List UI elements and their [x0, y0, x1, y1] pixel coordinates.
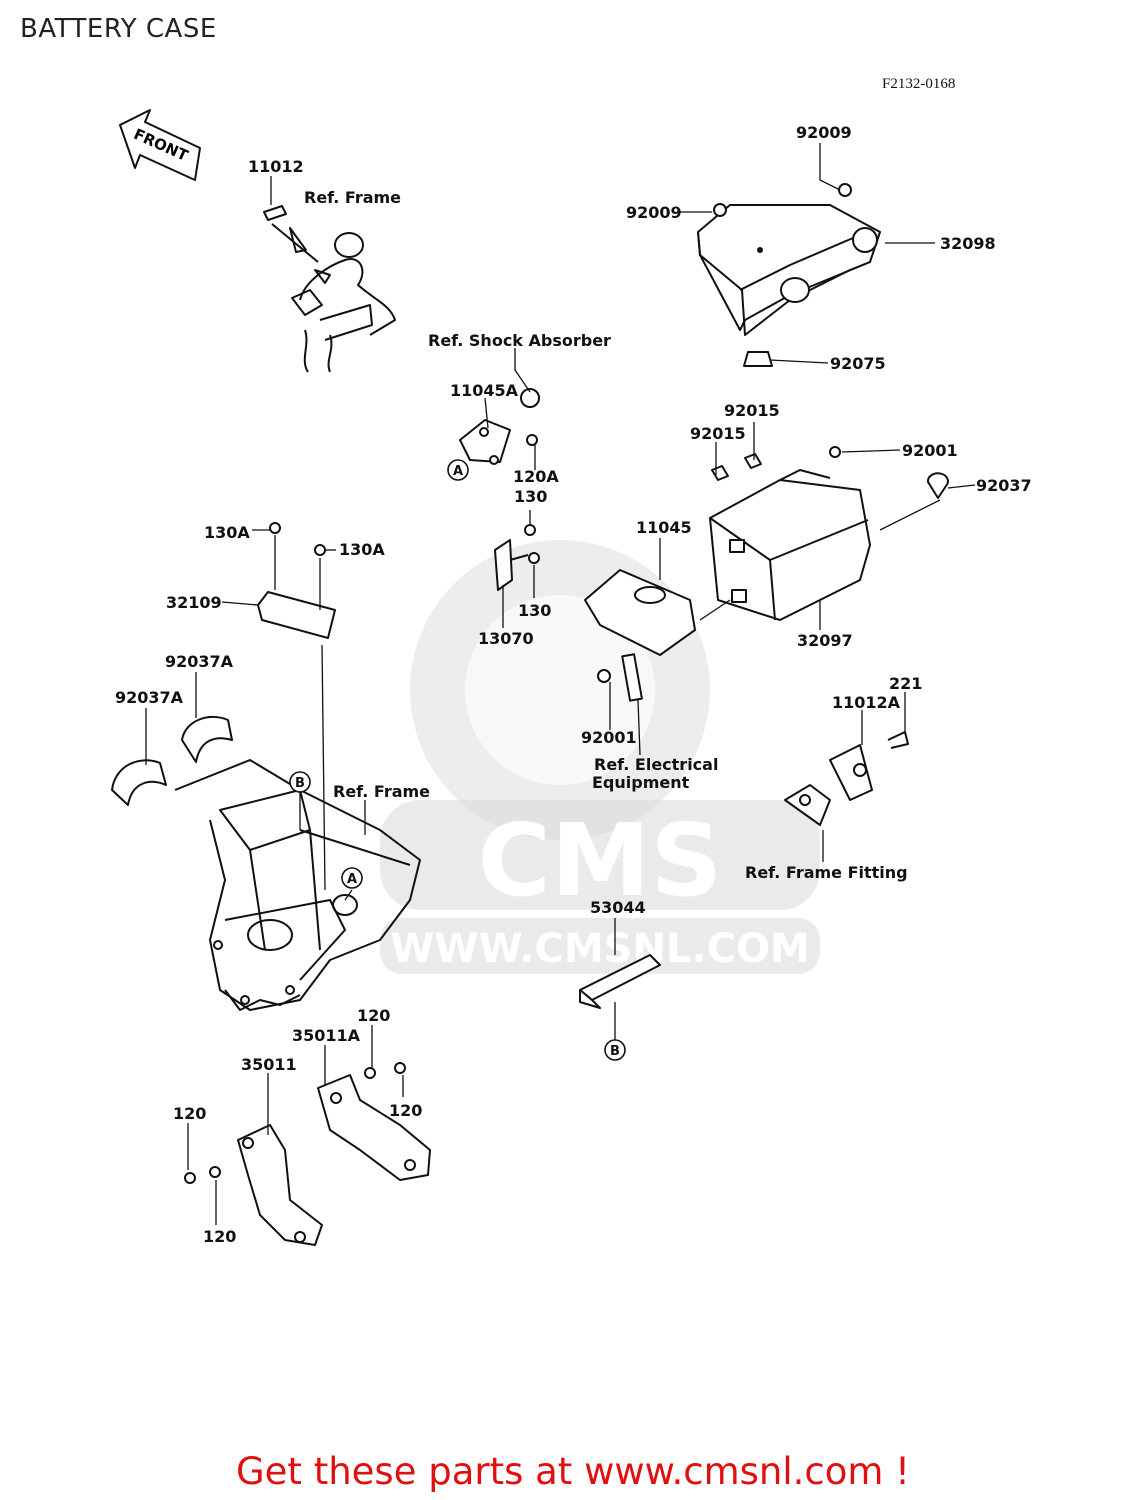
- footer-suffix: !: [883, 1450, 910, 1493]
- part-11012A-bracket: [784, 731, 909, 826]
- marker-B-cover: B: [604, 1039, 626, 1061]
- diagram-code: F2132-0168: [882, 76, 956, 92]
- part-92037A-clamps: [111, 715, 233, 806]
- part-32097-battery-case: [709, 446, 949, 621]
- svg-text:B: B: [295, 776, 305, 791]
- callout-11045: 11045: [636, 518, 692, 537]
- main-frame: [174, 759, 421, 1011]
- callout-92037A-a: 92037A: [165, 652, 234, 671]
- svg-text:A: A: [347, 872, 357, 887]
- callout-120-a: 120: [357, 1006, 390, 1025]
- part-53044-cover: [579, 954, 661, 1009]
- part-32098-battery-cover: [697, 183, 881, 367]
- callout-32109: 32109: [166, 593, 222, 612]
- callout-130-top: 130: [514, 487, 547, 506]
- callout-ref-electrical-2: Equipment: [592, 773, 690, 792]
- callout-120-b: 120: [389, 1101, 422, 1120]
- callout-120A: 120A: [513, 467, 559, 486]
- marker-A-shock: A: [447, 459, 469, 481]
- callout-ref-shock-absorber: Ref. Shock Absorber: [428, 331, 611, 350]
- callout-11012: 11012: [248, 157, 304, 176]
- callout-92001-top: 92001: [902, 441, 958, 460]
- part-13070-bracket: [494, 524, 540, 591]
- svg-text:A: A: [453, 464, 463, 479]
- watermark-url-text: WWW.CMSNL.COM: [390, 926, 810, 972]
- callout-ref-electrical-1: Ref. Electrical: [594, 755, 718, 774]
- callout-labels: 11012 Ref. Frame 92009 92009 32098 92075…: [115, 123, 1032, 1246]
- front-arrow-icon: FRONT: [119, 109, 201, 181]
- callout-92015-a: 92015: [724, 401, 780, 420]
- part-11045A-bracket: [459, 388, 540, 465]
- page-title: BATTERY CASE: [20, 14, 217, 44]
- part-35011A-bracket: [317, 1062, 431, 1181]
- callout-35011A: 35011A: [292, 1026, 361, 1045]
- svg-text:B: B: [610, 1044, 620, 1059]
- callout-92009-top: 92009: [796, 123, 852, 142]
- callout-92075: 92075: [830, 354, 886, 373]
- parts-diagram: CMS WWW.CMSNL.COM FRONT: [111, 109, 1032, 1246]
- footer-link[interactable]: www.cmsnl.com: [584, 1450, 884, 1493]
- leader-lines: [145, 143, 976, 1225]
- callout-92001-bottom: 92001: [581, 728, 637, 747]
- callout-32098: 32098: [940, 234, 996, 253]
- callout-130A-left: 130A: [204, 523, 250, 542]
- callout-11045A: 11045A: [450, 381, 519, 400]
- callout-120-c: 120: [173, 1104, 206, 1123]
- part-11045-plate: [584, 569, 696, 702]
- callout-120-d: 120: [203, 1227, 236, 1246]
- callout-11012A: 11012A: [832, 693, 901, 712]
- part-32109-pad: [257, 522, 336, 639]
- callout-ref-frame-fitting: Ref. Frame Fitting: [745, 863, 908, 882]
- marker-A-frame: A: [341, 867, 363, 889]
- callout-53044: 53044: [590, 898, 646, 917]
- callout-92037: 92037: [976, 476, 1032, 495]
- watermark-logo-text: CMS: [478, 802, 723, 919]
- callout-ref-frame-top: Ref. Frame: [304, 188, 401, 207]
- part-11012-pin: [263, 205, 319, 263]
- callout-92009-left: 92009: [626, 203, 682, 222]
- callout-ref-frame-mid: Ref. Frame: [333, 782, 430, 801]
- frame-section-top: [291, 232, 396, 373]
- callout-92015-b: 92015: [690, 424, 746, 443]
- callout-130-bottom: 130: [518, 601, 551, 620]
- callout-130A-right: 130A: [339, 540, 385, 559]
- part-35011-bracket: [184, 1124, 323, 1246]
- footer-prefix: Get these parts at: [235, 1450, 585, 1493]
- callout-221: 221: [889, 674, 922, 693]
- callout-35011: 35011: [241, 1055, 297, 1074]
- marker-B-frame: B: [289, 771, 311, 793]
- callout-13070: 13070: [478, 629, 534, 648]
- callout-92037A-b: 92037A: [115, 688, 184, 707]
- callout-32097: 32097: [797, 631, 853, 650]
- footer-promo: Get these parts at www.cmsnl.com !: [0, 1450, 1146, 1493]
